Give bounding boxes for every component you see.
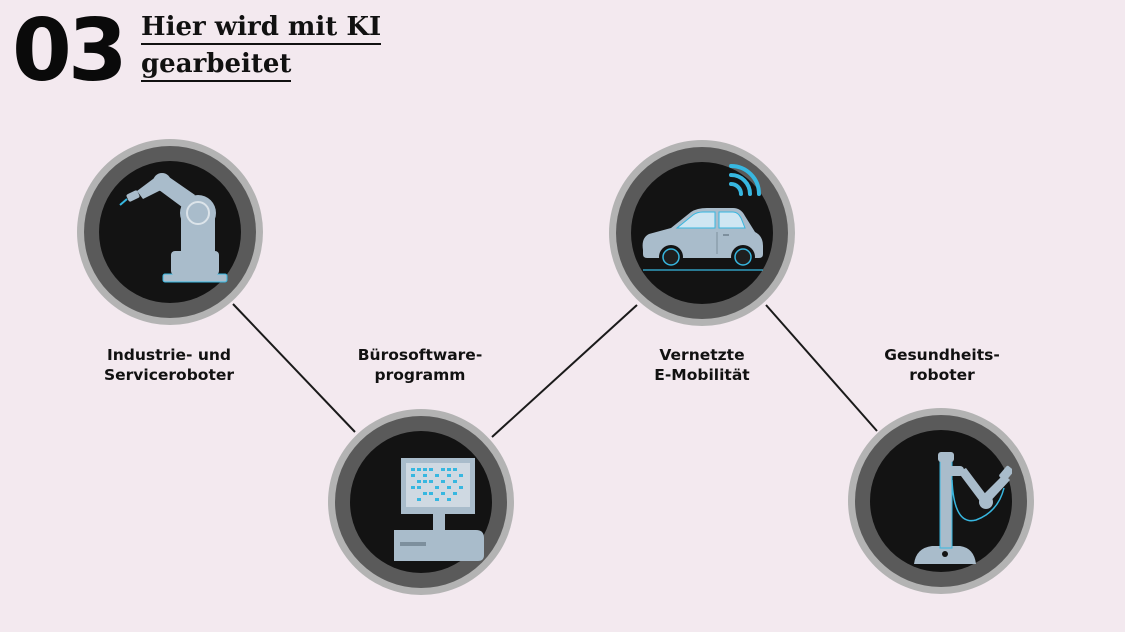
connected-car-icon [642, 164, 763, 271]
connector-line-1 [232, 303, 356, 433]
label-industrial-robot: Industrie- und Serviceroboter [59, 345, 279, 385]
label-office-software: Bürosoftware- programm [310, 345, 530, 385]
label-health-robot-line-1: Gesundheits- [884, 346, 1000, 364]
label-office-software-line-1: Bürosoftware- [357, 346, 483, 364]
desktop-computer-icon [394, 458, 484, 561]
label-health-robot-line-2: roboter [909, 366, 975, 384]
node-connected-car [609, 140, 795, 326]
node-office-software [328, 409, 514, 595]
node-health-robot [848, 408, 1034, 594]
label-industrial-robot-line-1: Industrie- und [106, 346, 232, 364]
industrial-robot-arm-icon [119, 173, 228, 283]
title-line-1: Hier wird mit KI [141, 12, 382, 45]
label-connected-car: Vernetzte E-Mobilität [592, 345, 812, 385]
section-number: 03 [12, 1, 128, 101]
label-office-software-line-2: programm [374, 366, 466, 384]
title-line-2: gearbeitet [141, 49, 292, 82]
label-connected-car-line-2: E-Mobilität [654, 366, 750, 384]
connector-line-2 [491, 304, 638, 438]
label-connected-car-line-1: Vernetzte [659, 346, 745, 364]
node-industrial-robot [77, 139, 263, 325]
label-health-robot: Gesundheits- roboter [832, 345, 1052, 385]
connector-line-3 [765, 304, 878, 432]
medical-robot-arm-icon [914, 452, 1012, 564]
label-industrial-robot-line-2: Serviceroboter [103, 366, 235, 384]
